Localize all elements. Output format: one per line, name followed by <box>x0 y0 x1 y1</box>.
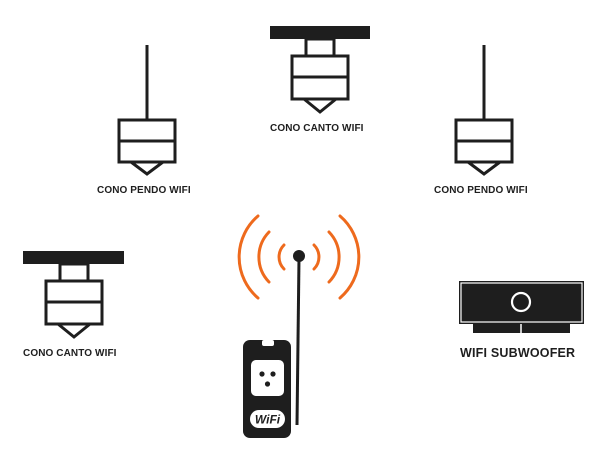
ceiling-speaker-icon <box>23 251 124 339</box>
ceiling-speaker-left-label: CONO CANTO WIFI <box>23 348 117 359</box>
pendant-speaker-icon <box>454 45 514 176</box>
ceiling-speaker-icon <box>270 26 370 114</box>
wifi-badge: WiFi <box>250 410 285 428</box>
subwoofer-label: WIFI SUBWOOFER <box>460 346 576 360</box>
subwoofer-icon <box>459 281 584 333</box>
wifi-signal-waves <box>237 214 361 300</box>
pendant-speaker-left-label: CONO PENDO WIFI <box>97 185 191 196</box>
ceiling-speaker-top-label: CONO CANTO WIFI <box>270 123 364 134</box>
pendant-speaker-right-label: CONO PENDO WIFI <box>434 185 528 196</box>
wifi-transmitter-icon: WiFi <box>237 214 361 438</box>
pendant-speaker-icon <box>117 45 177 176</box>
wifi-badge-text: WiFi <box>255 413 281 427</box>
